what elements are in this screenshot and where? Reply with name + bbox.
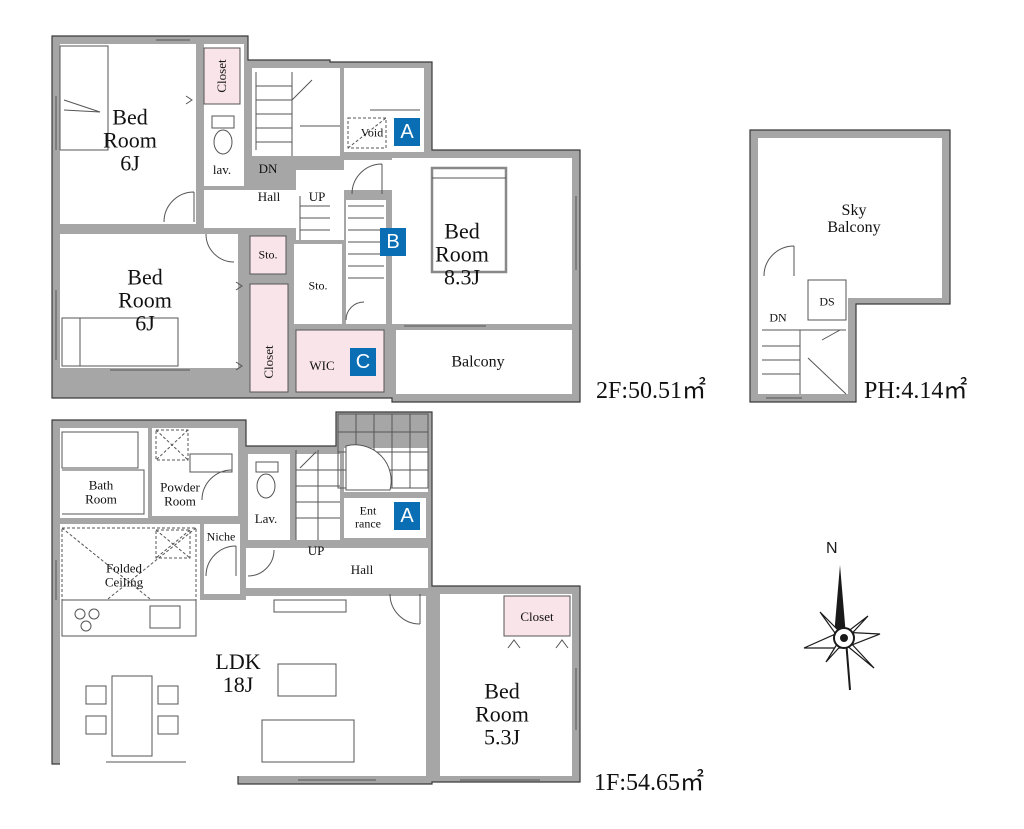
floor2-void-label: Void [360,125,384,140]
floor2-bedroom-nw-label: Bed Room 6J [103,104,157,176]
floor2-up-label: UP [308,189,326,205]
floor2-bedroom-e-label: Bed Room 8.3J [435,218,489,290]
floor2-closet-top-label: Closet [214,59,229,93]
compass-rose [803,565,881,691]
floor1-powder-room-label: Powder Room [160,479,200,508]
floor1-marker-a: A [394,502,420,530]
floor2-lav-label: lav. [212,162,232,178]
floor2-marker-b: B [380,228,406,256]
floor1-area: 1F:54.65㎡ [594,770,705,796]
floor1-folded-ceiling-label: Folded Ceiling [104,560,144,589]
floor2-sto2-label: Sto. [308,278,328,293]
floor1-bedroom-label: Bed Room 5.3J [475,678,529,750]
floor2-bedroom-w-label: Bed Room 6J [118,264,172,336]
floor2-sto1-label: Sto. [258,247,278,262]
floor2-wic-label: WIC [309,358,335,374]
floor2-marker-a: A [394,118,420,146]
floor1-hall-label: Hall [350,562,374,578]
ph-sky-balcony-label: Sky Balcony [827,202,881,236]
penthouse-plan [749,129,951,403]
floor2-balcony-label: Balcony [451,353,505,371]
floor2-hall-label: Hall [257,189,281,205]
ph-ds-label: DS [819,294,835,309]
floor1-lav-label: Lav. [254,511,278,527]
floor1-closet-label: Closet [520,609,554,625]
floor1-up-label: UP [307,543,325,559]
floor2-area: 2F:50.51㎡ [596,378,707,404]
floor1-plan [51,411,581,785]
floor1-bath-room-label: Bath Room [85,477,117,506]
ph-dn-label: DN [769,310,787,325]
floor2-closet-left-label: Closet [261,345,276,379]
floor1-ldk-label: LDK 18J [215,648,261,697]
floor2-dn-label: DN [258,161,278,177]
floor1-entrance-label: Ent rance [355,503,381,530]
compass-north-label: N [826,540,838,557]
floor1-niche-label: Niche [206,529,236,544]
floor2-marker-c: C [350,348,376,376]
floor2-plan [51,35,581,403]
ph-area: PH:4.14㎡ [864,378,968,404]
